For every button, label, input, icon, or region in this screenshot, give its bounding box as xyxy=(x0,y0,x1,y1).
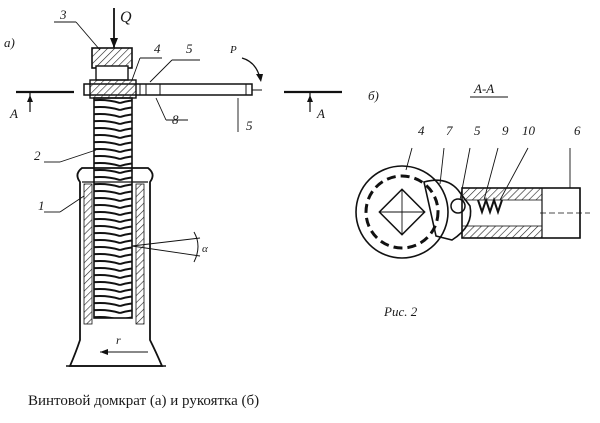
leader-b5: 5 xyxy=(459,123,481,201)
leader-5: 5 xyxy=(149,41,200,83)
radius-dimension: r xyxy=(100,333,148,355)
part-label-b6: 6 xyxy=(574,123,581,138)
leader-5b: 5 xyxy=(237,98,253,133)
ratchet-wheel xyxy=(355,165,449,259)
leader-b10: 10 xyxy=(499,123,536,201)
figure-label: Рис. 2 xyxy=(383,304,418,319)
view-a-label: а) xyxy=(4,35,15,50)
leader-b4: 4 xyxy=(405,123,425,171)
part-label-8: 8 xyxy=(172,112,179,127)
thread-angle-dimension: α xyxy=(131,231,208,263)
jack-view: а) Q P xyxy=(4,7,342,367)
part-label-5a: 5 xyxy=(186,41,193,56)
part-label-5b: 5 xyxy=(246,118,253,133)
figure-caption: Винтовой домкрат (а) и рукоятка (б) xyxy=(28,393,260,409)
angle-label: α xyxy=(202,243,208,255)
body-part xyxy=(66,167,166,367)
part-label-b7: 7 xyxy=(446,123,453,138)
leader-4: 4 xyxy=(131,41,162,81)
part-label-b10: 10 xyxy=(522,123,536,138)
load-label: Q xyxy=(120,9,132,26)
radius-label: r xyxy=(116,333,121,347)
section-line-a: A A xyxy=(9,90,342,121)
force-label: P xyxy=(229,44,237,56)
load-arrow: Q xyxy=(110,8,132,48)
leader-8: 8 xyxy=(155,97,188,127)
part-label-4a: 4 xyxy=(154,41,161,56)
leader-2: 2 xyxy=(34,148,97,163)
leader-b7: 7 xyxy=(439,123,453,185)
part-label-3: 3 xyxy=(59,7,67,22)
section-marker-right: A xyxy=(316,106,325,121)
leader-b6: 6 xyxy=(569,123,581,188)
screw-part xyxy=(93,97,133,319)
leader-1: 1 xyxy=(38,195,85,213)
leader-b9: 9 xyxy=(483,123,509,201)
part-label-1: 1 xyxy=(38,198,45,213)
leader-3: 3 xyxy=(54,7,101,51)
part-label-b9: 9 xyxy=(502,123,509,138)
part-label-b5: 5 xyxy=(474,123,481,138)
cap-part xyxy=(91,47,133,81)
spring-part xyxy=(477,196,503,216)
handle-section-view: б) А-А xyxy=(355,81,590,319)
part-label-2: 2 xyxy=(34,148,41,163)
section-marker-left: A xyxy=(9,106,18,121)
part-label-b4: 4 xyxy=(418,123,425,138)
force-arrow: P xyxy=(229,44,263,82)
view-b-label: б) xyxy=(368,88,379,103)
handle-tube xyxy=(461,187,590,239)
handle-bar xyxy=(83,79,262,99)
section-title: А-А xyxy=(473,81,494,96)
